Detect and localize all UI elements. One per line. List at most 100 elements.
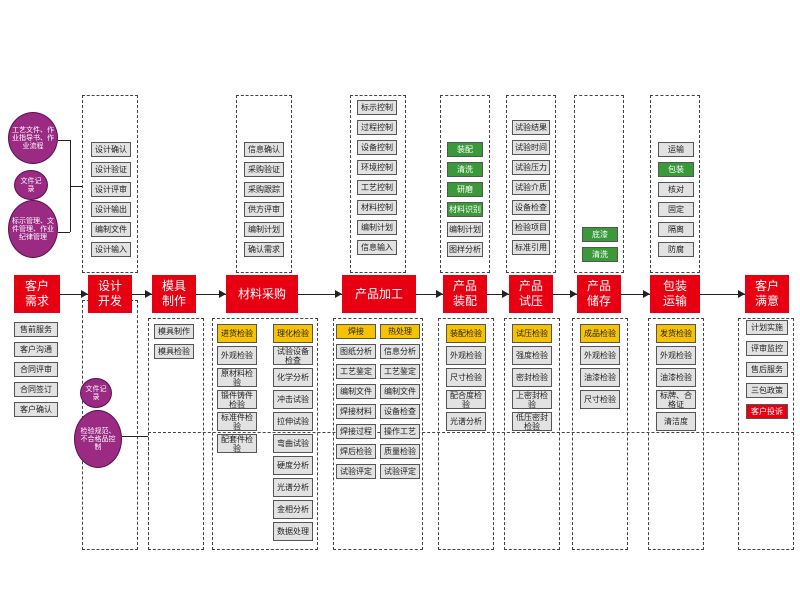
arrow-head <box>643 290 650 298</box>
lower-frame-storage <box>572 318 628 550</box>
step-box: 外观检验 <box>656 346 696 365</box>
step-box: 外观检验 <box>217 346 257 365</box>
step-box: 锻件铸件检验 <box>217 390 257 409</box>
lower-frame-trial <box>504 318 560 550</box>
arrow-head <box>145 290 152 298</box>
step-box: 固定 <box>658 202 694 217</box>
oval-inspection-spec: 检验规范、不合格品控制 <box>74 410 122 468</box>
step-box: 标示控制 <box>357 100 397 115</box>
step-box: 编制文件 <box>336 384 376 399</box>
step-box: 外观检验 <box>446 346 486 365</box>
step-box: 设计验证 <box>91 162 131 177</box>
step-box: 信息输入 <box>357 240 397 255</box>
step-box: 金相分析 <box>273 500 313 519</box>
stage-mold-making: 模具制作 <box>152 275 196 313</box>
step-box: 理化检验 <box>273 324 313 343</box>
step-box: 清洁度 <box>656 412 696 431</box>
step-box: 图纸分析 <box>336 344 376 359</box>
step-box: 工艺控制 <box>357 180 397 195</box>
lower-frame-processing <box>333 318 423 550</box>
step-box: 客户投诉 <box>746 404 788 419</box>
step-box: 编制计划 <box>244 222 284 237</box>
connector-line <box>58 232 70 233</box>
step-box: 设计输出 <box>91 202 131 217</box>
step-box: 工艺鉴定 <box>336 364 376 379</box>
step-box: 环境控制 <box>357 160 397 175</box>
step-box: 化学分析 <box>273 368 313 387</box>
step-box: 外观检验 <box>580 346 620 365</box>
step-box: 试验评定 <box>380 464 420 479</box>
step-box: 运输 <box>658 142 694 157</box>
stage-design-dev: 设计开发 <box>88 275 132 313</box>
step-box: 三包政策 <box>746 383 788 398</box>
step-box: 原材料检验 <box>217 368 257 387</box>
step-box: 数据处理 <box>273 522 313 541</box>
step-box: 计划实施 <box>746 320 788 335</box>
step-box: 防腐 <box>658 242 694 257</box>
step-box: 试压检验 <box>512 324 552 343</box>
arrow-head <box>219 290 226 298</box>
step-box: 试验时间 <box>512 140 550 155</box>
step-box: 进货检验 <box>217 324 257 343</box>
step-box: 弯曲试验 <box>273 434 313 453</box>
step-box: 客户确认 <box>14 402 58 417</box>
upper-frame-purchase <box>236 95 292 273</box>
step-box: 试验设备检查 <box>273 346 313 365</box>
step-box: 清洗 <box>582 247 618 262</box>
step-box: 评审监控 <box>746 341 788 356</box>
oval-file-records-top: 文件记录 <box>14 170 48 200</box>
arrow-head <box>335 290 342 298</box>
step-box: 设计评审 <box>91 182 131 197</box>
upper-frame-assembly <box>440 95 490 273</box>
step-box: 焊接过程 <box>336 424 376 439</box>
step-box: 标准引用 <box>512 240 550 255</box>
step-box: 拉伸试验 <box>273 412 313 431</box>
step-box: 模具检验 <box>154 344 194 359</box>
arrow-head <box>81 290 88 298</box>
upper-frame-storage <box>574 95 624 273</box>
step-box: 售后服务 <box>746 362 788 377</box>
stage-product-assembly: 产品装配 <box>443 275 487 313</box>
lower-frame-assembly <box>438 318 494 550</box>
step-box: 尺寸检验 <box>446 368 486 387</box>
step-box: 设备检查 <box>512 200 550 215</box>
step-box: 低压密封检验 <box>512 412 552 431</box>
step-box: 过程控制 <box>357 120 397 135</box>
step-box: 包装 <box>658 162 694 177</box>
step-box: 售前服务 <box>14 322 58 337</box>
step-box: 合同评审 <box>14 362 58 377</box>
oval-process-docs: 工艺文件、作业指导书、作业流程 <box>8 112 58 164</box>
step-box: 上密封检验 <box>512 390 552 409</box>
connector-line <box>122 436 148 437</box>
step-box: 装配 <box>447 142 483 157</box>
step-box: 编制文件 <box>91 222 131 237</box>
stage-customer-needs: 客户需求 <box>14 275 60 313</box>
step-box: 设计输入 <box>91 242 131 257</box>
step-box: 试验介质 <box>512 180 550 195</box>
step-box: 强度检验 <box>512 346 552 365</box>
step-box: 配合度检验 <box>446 390 486 409</box>
step-box: 油漆检验 <box>656 368 696 387</box>
step-box: 底漆 <box>582 227 618 242</box>
step-box: 标牌、合格证 <box>656 390 696 409</box>
step-box: 合同签订 <box>14 382 58 397</box>
stage-customer-satisfaction: 客户满意 <box>745 275 789 313</box>
step-box: 研磨 <box>447 182 483 197</box>
step-box: 核对 <box>658 182 694 197</box>
arrow-head <box>738 290 745 298</box>
connector-line <box>70 186 82 187</box>
step-box: 焊接 <box>336 324 376 339</box>
upper-frame-packaging <box>650 95 700 273</box>
step-box: 试验结果 <box>512 120 550 135</box>
step-box: 操作工艺 <box>380 424 420 439</box>
arrow-head <box>502 290 509 298</box>
step-box: 装配检验 <box>446 324 486 343</box>
lower-frame-packaging <box>648 318 704 550</box>
step-box: 标准件检验 <box>217 412 257 431</box>
stage-packaging: 包装运输 <box>650 275 700 313</box>
step-box: 成品检验 <box>580 324 620 343</box>
step-box: 确认需求 <box>244 242 284 257</box>
arrow-head <box>570 290 577 298</box>
step-box: 焊接材料 <box>336 404 376 419</box>
step-box: 采购跟踪 <box>244 182 284 197</box>
